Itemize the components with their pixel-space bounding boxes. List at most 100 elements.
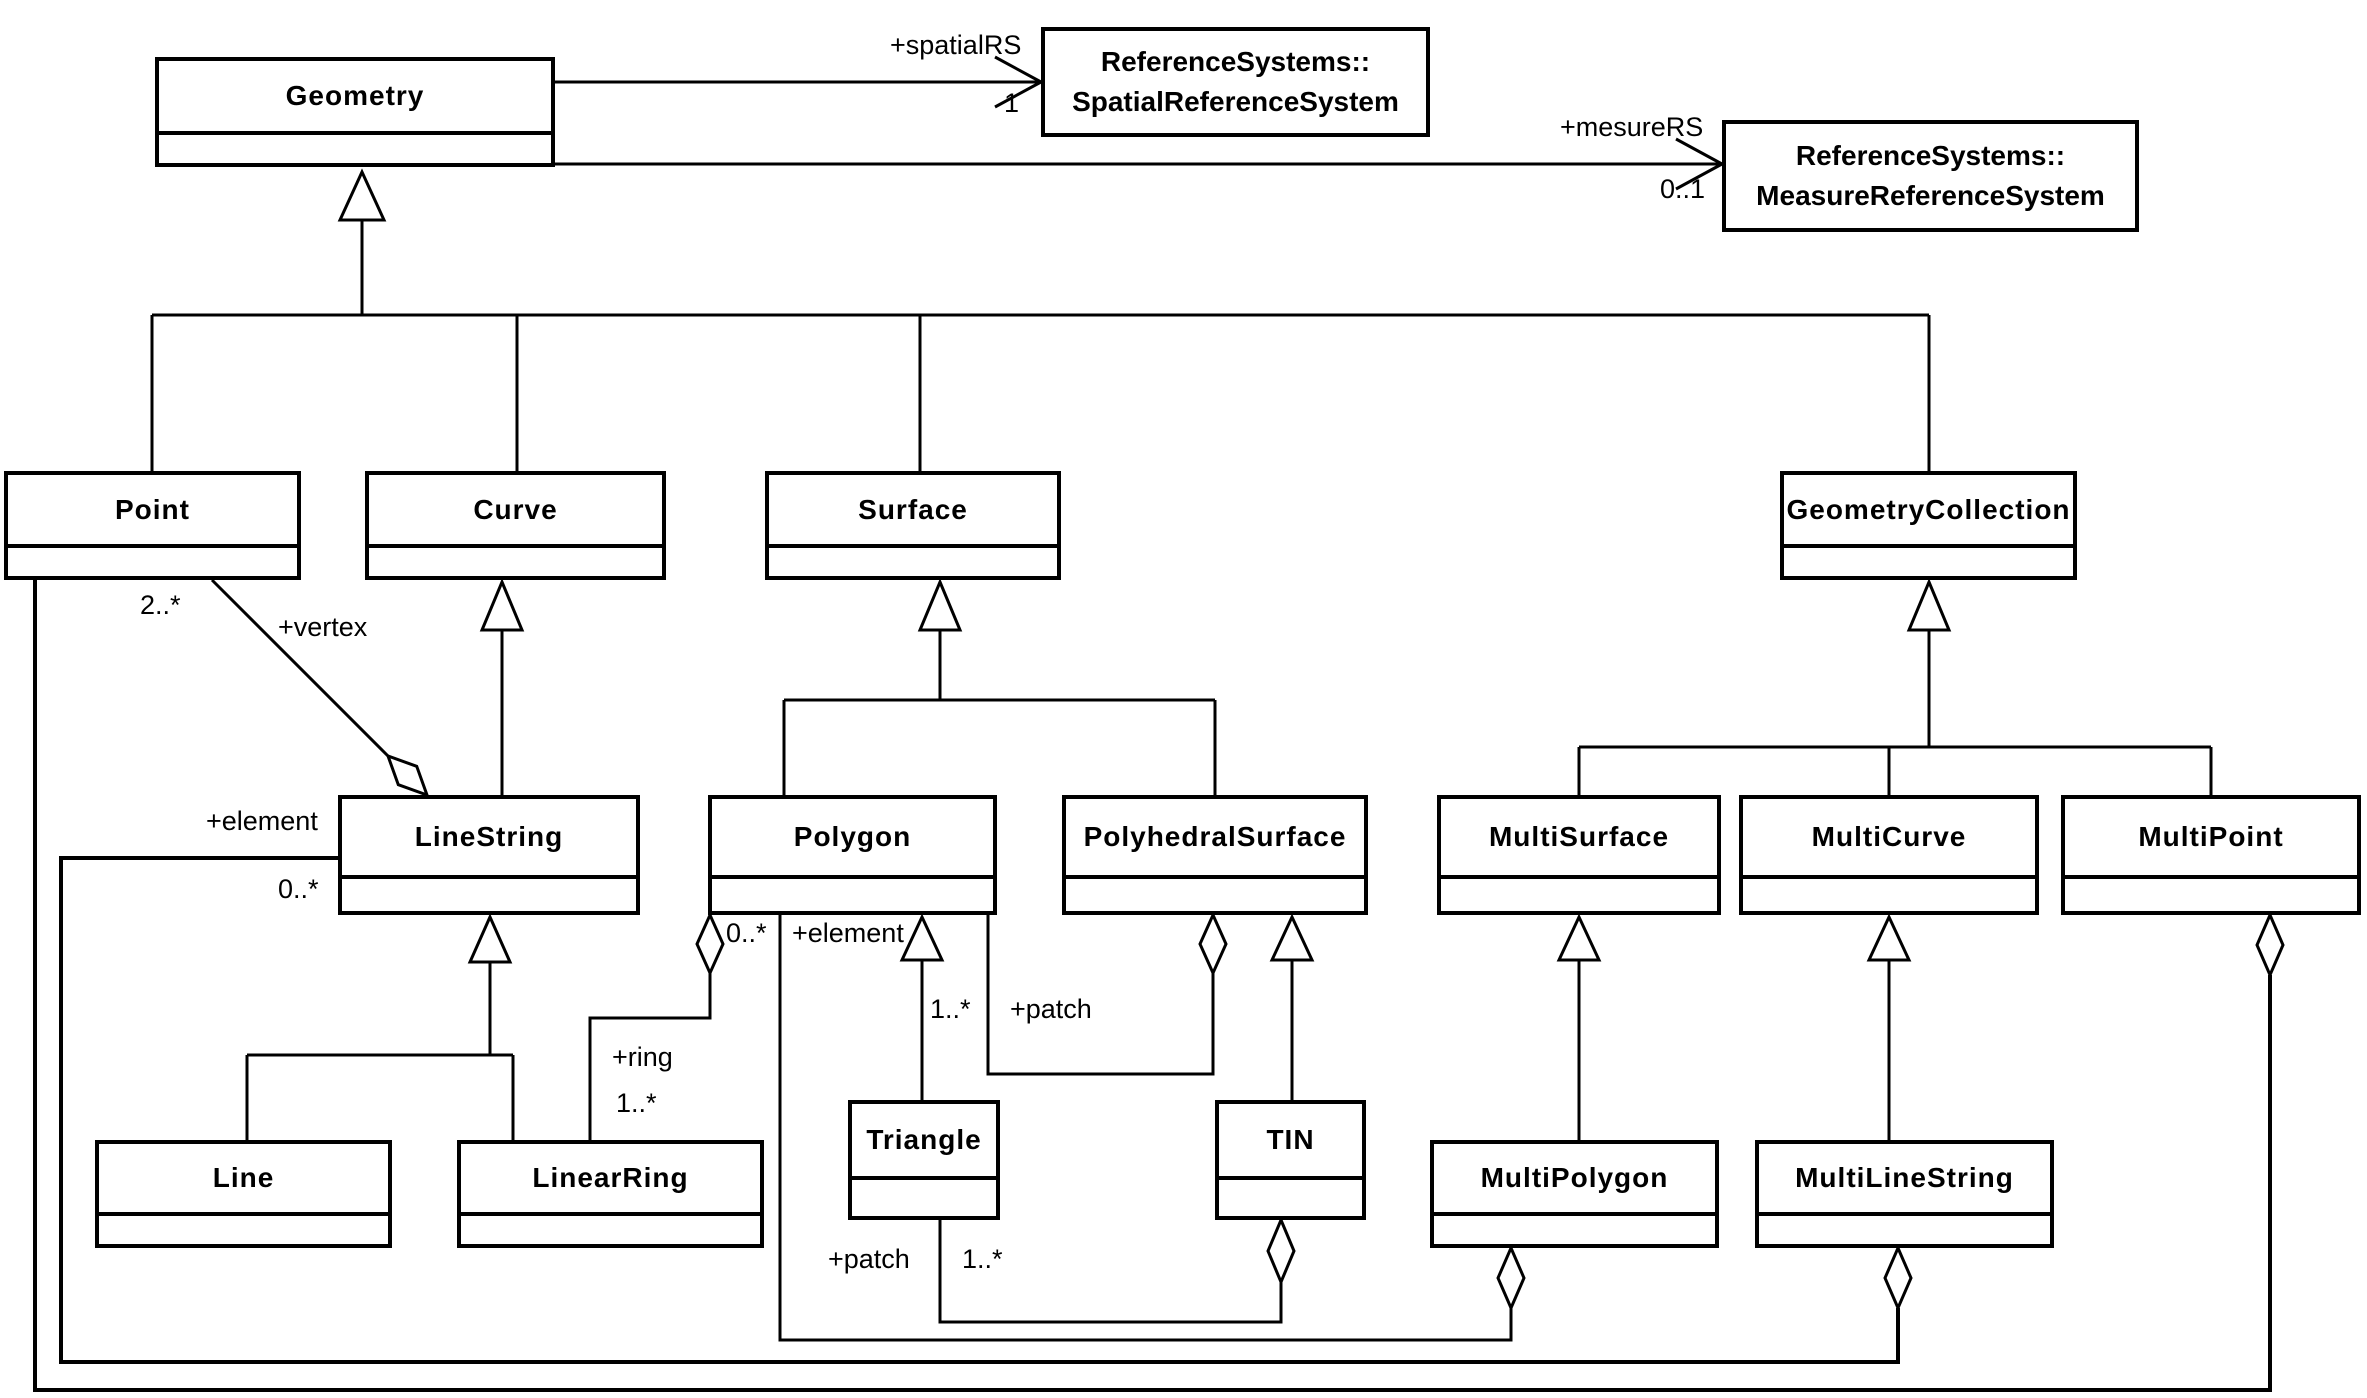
attributes-compartment (461, 1212, 760, 1244)
hollow-triangle-icon (337, 168, 387, 222)
class-name: TIN (1266, 1124, 1315, 1155)
generalization-polyhedralsurface-tin (1269, 913, 1315, 1100)
attributes-compartment (1219, 1176, 1362, 1216)
attributes-compartment (369, 544, 662, 576)
class-name: Curve (473, 493, 558, 525)
class-name: Point (115, 493, 190, 525)
hollow-triangle-icon (899, 913, 945, 962)
hollow-triangle-icon (917, 578, 963, 632)
class-polygon: Polygon (708, 795, 997, 915)
class-name: Surface (858, 493, 968, 525)
class-triangle: Triangle (848, 1100, 1000, 1220)
generalization-multicurve-multilinestring (1866, 913, 1912, 1140)
association-mesurers (555, 137, 1723, 191)
class-multi-polygon: MultiPolygon (1430, 1140, 1719, 1248)
class-tin: TIN (1215, 1100, 1366, 1220)
multiplicity-label-mesurers: 0..1 (1660, 174, 1706, 204)
class-name-line1: ReferenceSystems:: (1100, 46, 1371, 77)
role-label-polyhedral-patch: +patch (1010, 994, 1092, 1024)
class-name: GeometryCollection (1786, 493, 2071, 525)
diamond-icon (2255, 911, 2285, 979)
multiplicity-label-tin-patch: 1..* (962, 1244, 1003, 1274)
hollow-triangle-icon (479, 578, 525, 632)
class-name: MultiPoint (2138, 821, 2284, 852)
diamond-icon (385, 753, 430, 798)
class-name-line2: MeasureReferenceSystem (1756, 180, 2105, 211)
hollow-triangle-icon (1866, 913, 1912, 962)
class-name: MultiCurve (1811, 821, 1967, 852)
multiplicity-label-polyhedral-patch: 1..* (930, 994, 971, 1024)
diamond-icon (1198, 911, 1228, 977)
generalization-linestring-children (245, 913, 515, 1140)
aggregation-tin-patch (938, 1216, 1296, 1324)
class-multi-curve: MultiCurve (1739, 795, 2039, 915)
attributes-compartment (99, 1212, 388, 1244)
aggregation-polygon-ring (588, 911, 725, 1140)
association-spatialrs (555, 55, 1042, 109)
hollow-triangle-icon (1556, 913, 1602, 962)
attributes-compartment (2065, 875, 2357, 911)
attributes-compartment (159, 131, 551, 163)
attributes-compartment (342, 875, 636, 911)
attributes-compartment (1743, 875, 2035, 911)
class-name: Polygon (793, 821, 912, 852)
class-name: LineString (414, 821, 564, 852)
attributes-compartment (1066, 875, 1364, 911)
role-label-ring: +ring (612, 1042, 673, 1072)
attributes-compartment (712, 875, 993, 911)
class-multi-point: MultiPoint (2061, 795, 2361, 915)
generalization-polygon-triangle (899, 913, 945, 1100)
class-measure-reference-system: ReferenceSystems:: MeasureReferenceSyste… (1722, 120, 2139, 232)
generalization-surface-children (782, 578, 1217, 795)
role-label-mesurers: +mesureRS (1560, 112, 1704, 142)
attributes-compartment (1434, 1212, 1715, 1244)
class-name: Line (212, 1162, 275, 1193)
class-name: MultiLineString (1795, 1162, 2014, 1193)
class-line: Line (95, 1140, 392, 1248)
hollow-triangle-icon (467, 913, 513, 964)
class-geometry-collection: GeometryCollection (1780, 471, 2077, 580)
class-curve: Curve (365, 471, 666, 580)
class-geometry: Geometry (155, 57, 555, 167)
class-spatial-reference-system: ReferenceSystems:: SpatialReferenceSyste… (1041, 27, 1430, 137)
aggregation-multipolygon-element (778, 915, 1526, 1342)
class-name: MultiSurface (1488, 821, 1670, 852)
class-point: Point (4, 471, 301, 580)
class-multi-line-string: MultiLineString (1755, 1140, 2054, 1248)
aggregation-multilinestring-element (59, 856, 1913, 1364)
attributes-compartment (1759, 1212, 2050, 1244)
role-label-multipolygon-element: +element (792, 918, 904, 948)
multiplicity-label-vertex: 2..* (140, 590, 181, 620)
multiplicity-label-multilinestring-element: 0..* (278, 874, 319, 904)
attributes-compartment (769, 544, 1057, 576)
aggregation-linestring-vertex (210, 578, 430, 798)
aggregation-polyhedralsurface-patch (986, 911, 1228, 1076)
multiplicity-label-ring: 1..* (616, 1088, 657, 1118)
attributes-compartment (8, 544, 297, 576)
role-label-vertex: +vertex (278, 612, 368, 642)
attributes-compartment (1784, 544, 2073, 576)
class-name-line1: ReferenceSystems:: (1795, 140, 2066, 171)
class-name: LinearRing (532, 1162, 689, 1193)
diamond-icon (1266, 1216, 1296, 1286)
hollow-triangle-icon (1906, 578, 1952, 632)
class-polyhedral-surface: PolyhedralSurface (1062, 795, 1368, 915)
multiplicity-label-spatialrs: 1 (1004, 88, 1020, 118)
diamond-icon (695, 911, 725, 977)
class-name: MultiPolygon (1480, 1162, 1669, 1193)
class-name-line2: SpatialReferenceSystem (1072, 86, 1399, 117)
role-label-tin-patch: +patch (828, 1244, 910, 1274)
diamond-icon (1883, 1244, 1913, 1312)
multiplicity-label-multipolygon-element: 0..* (726, 918, 767, 948)
generalization-curve-linestring (479, 578, 525, 795)
class-name: Triangle (866, 1124, 982, 1155)
class-line-string: LineString (338, 795, 640, 915)
class-name: PolyhedralSurface (1083, 821, 1347, 852)
class-linear-ring: LinearRing (457, 1140, 764, 1248)
hollow-triangle-icon (1269, 913, 1315, 962)
aggregation-multipoint-element (33, 578, 2285, 1392)
class-surface: Surface (765, 471, 1061, 580)
generalization-multisurface-multipolygon (1556, 913, 1602, 1140)
